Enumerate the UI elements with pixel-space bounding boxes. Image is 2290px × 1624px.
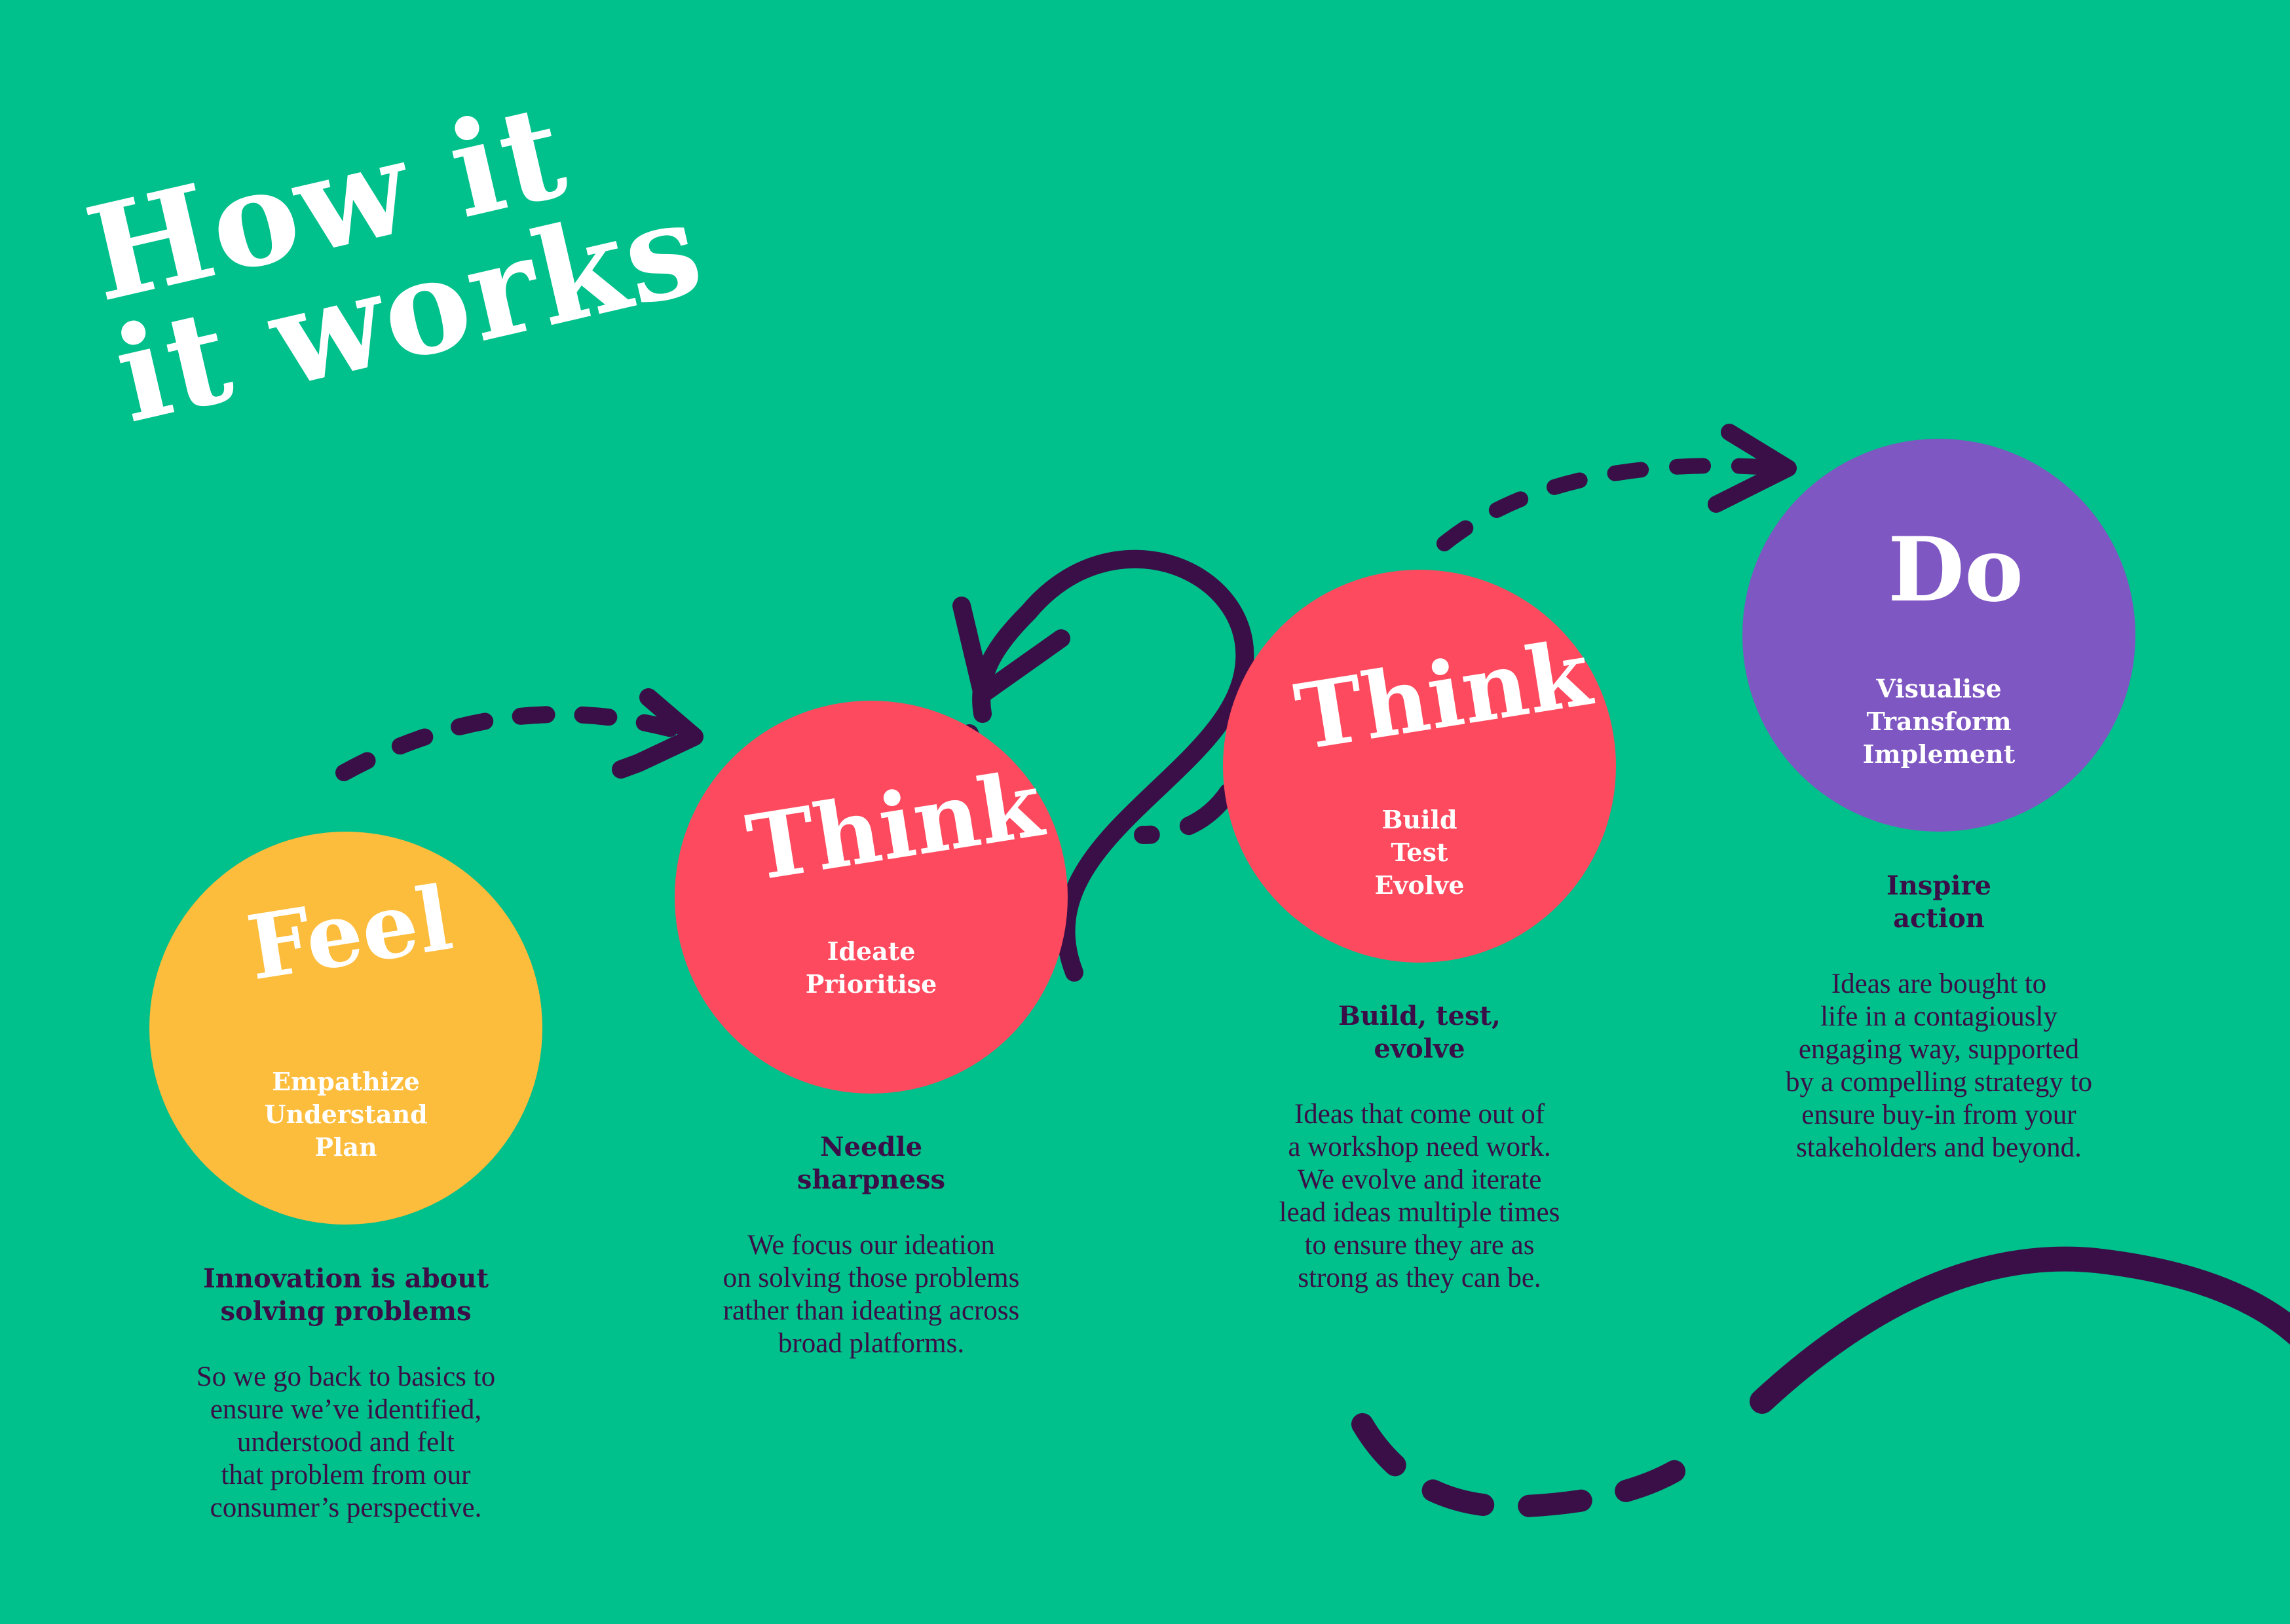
loop-arrow	[972, 549, 1254, 982]
think-heading-1: Needle sharpness	[797, 1132, 946, 1195]
do-description: Ideas are bought to life in a contagious…	[1785, 969, 2093, 1163]
think-description-2: Ideas that come out of a workshop need w…	[1279, 1099, 1560, 1293]
think-circle-2	[1223, 570, 1616, 963]
do-label: Do	[1888, 517, 2024, 621]
feel-heading: Innovation is about solving problems	[203, 1263, 489, 1327]
dashed-arrow-feel-to-think	[335, 705, 696, 781]
loop-arrowhead	[952, 597, 1070, 703]
feel-description: So we go back to basics to ensure we’ve …	[196, 1361, 496, 1523]
decorative-swoosh-solid	[1750, 1246, 2290, 1414]
dashed-arrow-think-to-do	[1436, 458, 1790, 551]
feel-subtitle: Empathize Understand Plan	[264, 1067, 428, 1162]
feel-circle	[149, 832, 542, 1225]
do-subtitle: Visualise Transform Implement	[1862, 674, 2016, 769]
think-description-1: We focus our ideation on solving those p…	[723, 1230, 1020, 1359]
think-subtitle-2: Build Test Evolve	[1374, 805, 1465, 900]
think-subtitle-1: Ideate Prioritise	[805, 936, 937, 999]
think-heading-2: Build, test, evolve	[1338, 1001, 1501, 1064]
think-circle-1	[675, 701, 1068, 1094]
arrowhead-feel-to-think	[612, 688, 704, 779]
do-circle	[1742, 439, 2135, 832]
arrowhead-think-to-do	[1708, 424, 1797, 513]
decorative-swoosh	[1351, 1413, 1714, 1518]
do-heading: Inspire action	[1886, 870, 1991, 934]
